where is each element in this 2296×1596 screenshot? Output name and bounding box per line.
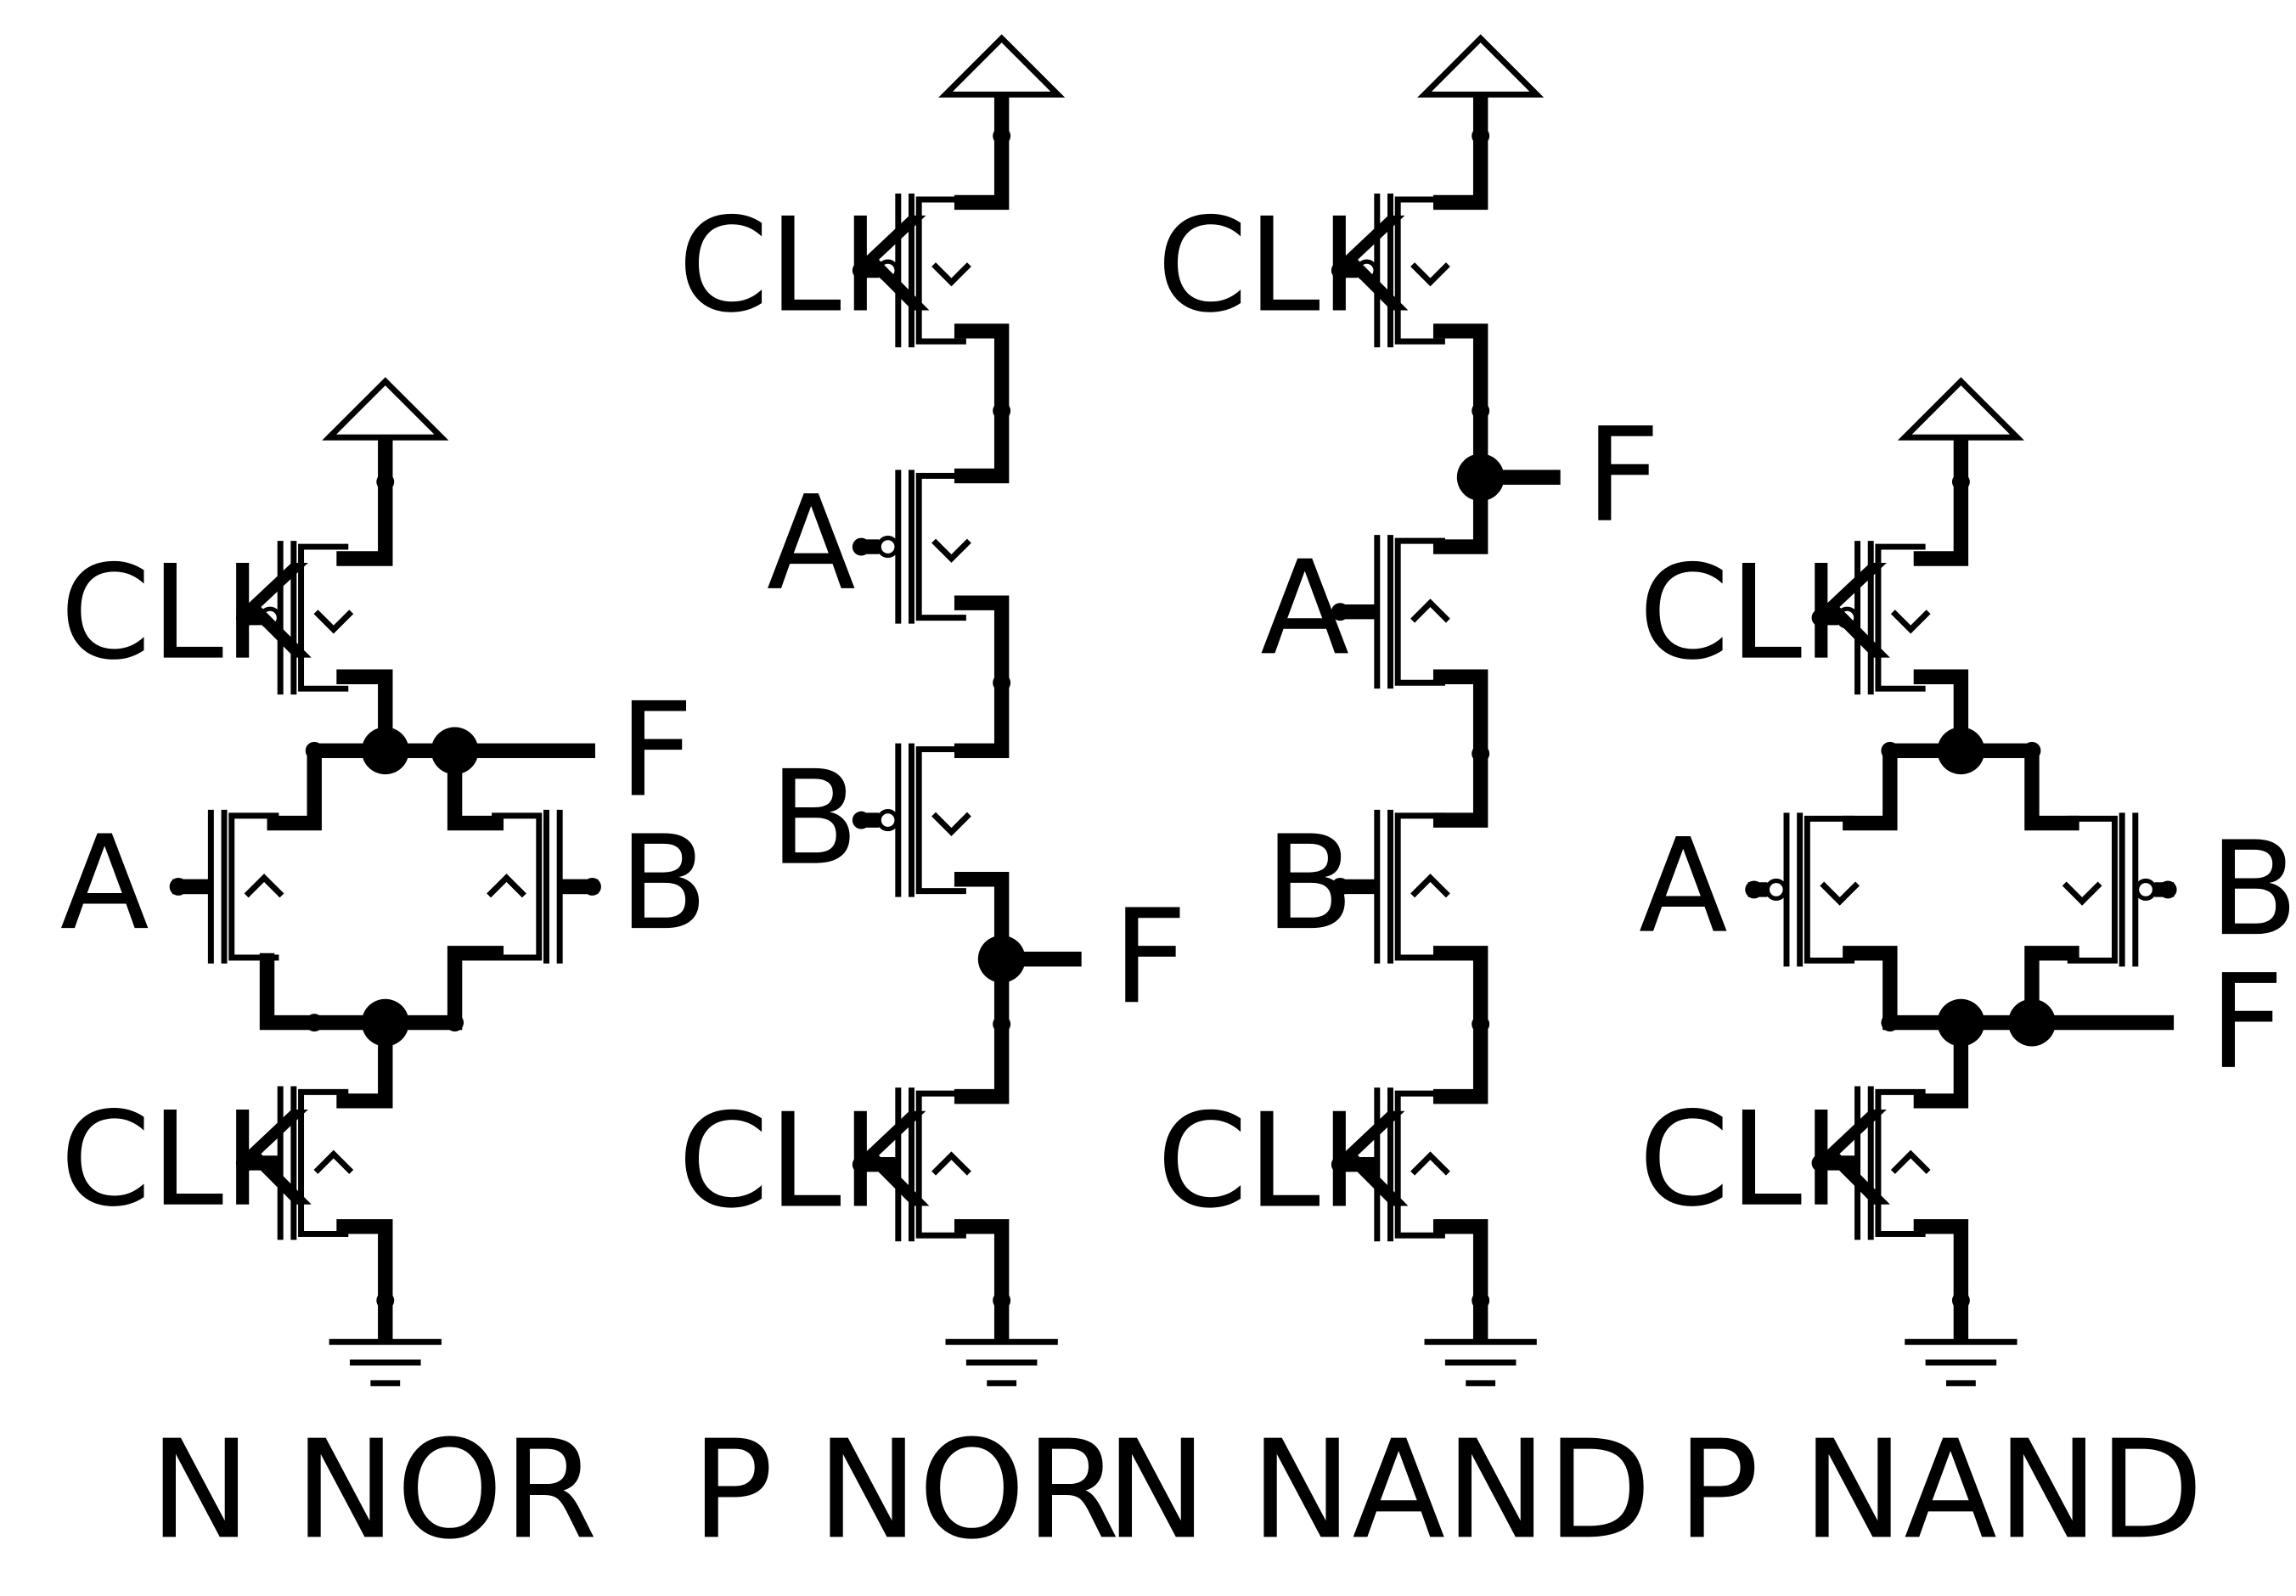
input-b-label: B	[769, 744, 858, 895]
output-f-label: F	[619, 676, 694, 827]
pmos-b-transistor	[860, 744, 970, 897]
input-a-label: A	[767, 469, 856, 620]
input-a-label: A	[1260, 533, 1349, 684]
vdd-supply-symbol	[1425, 38, 1537, 94]
input-b-label: B	[1265, 808, 1354, 959]
circuit-n-nor: CLK A B F CLK N NOR	[60, 381, 708, 1569]
clk-label: CLK	[1639, 538, 1890, 689]
clk-label: CLK	[1156, 1086, 1408, 1237]
nmos-a-transistor	[1339, 535, 1449, 688]
caption-p-nor: P NOR	[691, 1410, 1120, 1569]
output-f-label: F	[2209, 947, 2284, 1099]
input-a-label: A	[1639, 812, 1728, 963]
pmos-a-transistor	[1748, 812, 1858, 966]
caption-n-nand: N NAND	[1106, 1410, 1652, 1569]
input-b-label: B	[2209, 814, 2296, 965]
clk-label: CLK	[678, 191, 929, 342]
caption-n-nor: N NOR	[149, 1410, 598, 1569]
output-f-label: F	[1585, 401, 1660, 552]
ground-symbol	[946, 1342, 1058, 1384]
wire	[1843, 946, 2175, 1342]
pmos-b-transistor	[2064, 812, 2174, 966]
circuit-p-nor: CLK A B F CLK P NOR	[678, 38, 1187, 1569]
input-b-label: B	[619, 808, 708, 959]
ground-symbol	[1905, 1342, 2017, 1384]
output-f-label: F	[1112, 882, 1187, 1033]
circuit-n-nand: CLK F A B CLK N NAND	[1106, 38, 1660, 1569]
nmos-b-transistor	[1339, 810, 1449, 964]
wire	[954, 96, 1010, 1342]
circuit-p-nand: CLK A B F CLK P NAND	[1639, 381, 2296, 1569]
clk-label: CLK	[678, 1086, 929, 1237]
caption-p-nand: P NAND	[1677, 1410, 2203, 1569]
pmos-a-transistor	[860, 470, 970, 624]
clk-label: CLK	[60, 538, 312, 689]
clk-label: CLK	[1639, 1085, 1890, 1236]
clk-label: CLK	[60, 1085, 312, 1236]
vdd-supply-symbol	[946, 38, 1058, 94]
vdd-supply-symbol	[329, 381, 442, 437]
vdd-supply-symbol	[1905, 381, 2017, 437]
ground-symbol	[329, 1342, 442, 1384]
wire	[1432, 96, 1488, 1342]
input-a-label: A	[60, 808, 149, 959]
ground-symbol	[1425, 1342, 1537, 1384]
clk-label: CLK	[1156, 191, 1408, 342]
